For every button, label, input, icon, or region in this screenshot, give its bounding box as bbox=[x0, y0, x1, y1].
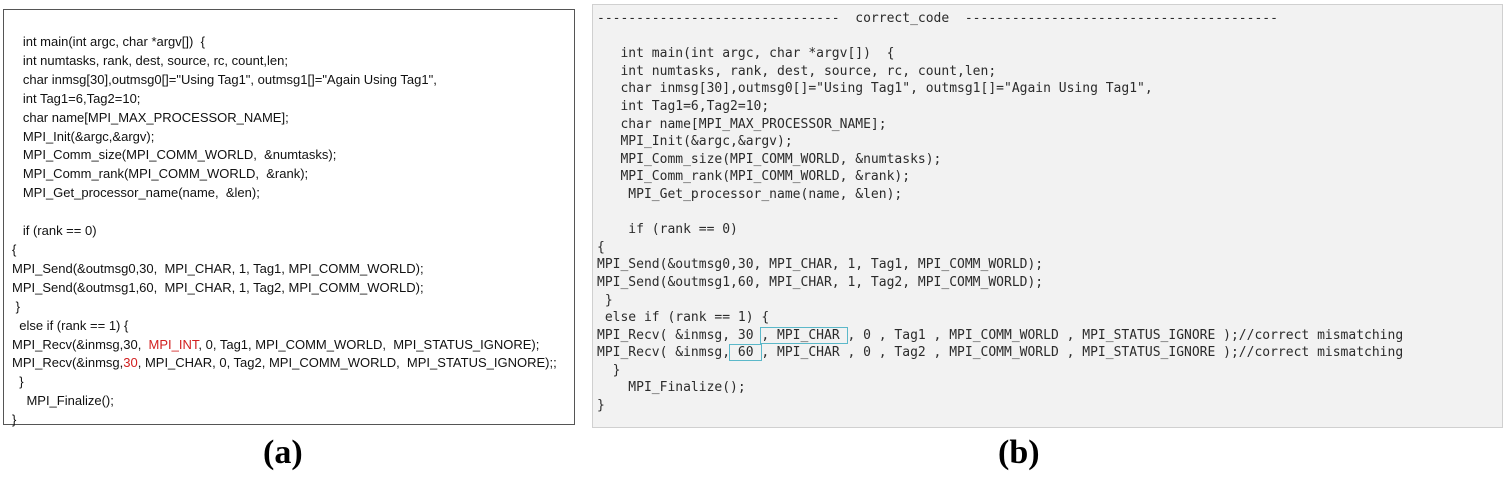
error-token: MPI_INT bbox=[148, 336, 199, 352]
code-line: } bbox=[12, 298, 20, 314]
code-line: int Tag1=6,Tag2=10; bbox=[597, 98, 770, 114]
code-line: MPI_Comm_rank(MPI_COMM_WORLD, &rank); bbox=[12, 166, 309, 182]
code-line: MPI_Comm_size(MPI_COMM_WORLD, &numtasks)… bbox=[12, 147, 337, 163]
caption-a: (a) bbox=[263, 434, 303, 471]
code-line: MPI_Comm_rank(MPI_COMM_WORLD, &rank); bbox=[597, 169, 911, 185]
code-line: MPI_Send(&outmsg0,30, MPI_CHAR, 1, Tag1,… bbox=[597, 257, 1044, 273]
code-line: MPI_Init(&argc,&argv); bbox=[12, 128, 155, 144]
code-line: char inmsg[30],outmsg0[]="Using Tag1", o… bbox=[12, 71, 437, 87]
code-text: MPI_Recv(&inmsg, bbox=[12, 355, 124, 371]
code-line: char name[MPI_MAX_PROCESSOR_NAME]; bbox=[12, 109, 289, 125]
code-line: { bbox=[597, 239, 605, 255]
code-line: MPI_Finalize(); bbox=[12, 393, 114, 409]
code-line: { bbox=[12, 241, 17, 257]
code-line: char name[MPI_MAX_PROCESSOR_NAME]; bbox=[597, 116, 887, 132]
code-line: MPI_Send(&outmsg1,60, MPI_CHAR, 1, Tag2,… bbox=[12, 279, 424, 295]
error-token: 30 bbox=[123, 355, 138, 371]
code-line: } bbox=[597, 362, 621, 378]
code-text: MPI_Recv(&inmsg,30, bbox=[12, 336, 149, 352]
code-text: , MPI_CHAR, 0, Tag2, MPI_COMM_WORLD, MPI… bbox=[137, 355, 557, 371]
code-text: , 0 , Tag1 , MPI_COMM_WORLD , MPI_STATUS… bbox=[847, 327, 1404, 343]
code-line: MPI_Comm_size(MPI_COMM_WORLD, &numtasks)… bbox=[597, 151, 942, 167]
code-line: char inmsg[30],outmsg0[]="Using Tag1", o… bbox=[597, 81, 1153, 97]
code-line: MPI_Send(&outmsg1,60, MPI_CHAR, 1, Tag2,… bbox=[597, 274, 1044, 290]
code-line: else if (rank == 1) { bbox=[597, 310, 770, 326]
highlight-box: , MPI_CHAR bbox=[760, 326, 849, 344]
recv-line-2: MPI_Recv(&inmsg,30, MPI_CHAR, 0, Tag2, M… bbox=[12, 355, 557, 370]
code-line: } bbox=[12, 374, 24, 390]
code-text: MPI_Recv( &inmsg, bbox=[597, 345, 731, 361]
code-line: MPI_Get_processor_name(name, &len); bbox=[597, 186, 903, 202]
code-line: int Tag1=6,Tag2=10; bbox=[12, 90, 141, 106]
code-text: , MPI_CHAR , 0 , Tag2 , MPI_COMM_WORLD ,… bbox=[761, 345, 1404, 361]
code-line: int main(int argc, char *argv[]) { bbox=[12, 34, 205, 49]
code-line: else if (rank == 1) { bbox=[12, 317, 129, 333]
code-line: MPI_Finalize(); bbox=[597, 380, 746, 396]
code-line: if (rank == 0) bbox=[12, 223, 97, 239]
code-line: if (rank == 0) bbox=[597, 222, 738, 238]
code-line: MPI_Get_processor_name(name, &len); bbox=[12, 185, 260, 201]
code-line: } bbox=[597, 398, 605, 414]
recv-line-1: MPI_Recv( &inmsg, 30 , MPI_CHAR , 0 , Ta… bbox=[597, 326, 1404, 344]
code-text: MPI_Recv( &inmsg, 30 bbox=[597, 327, 762, 343]
code-text: , 0, Tag1, MPI_COMM_WORLD, MPI_STATUS_IG… bbox=[198, 336, 540, 352]
code-line: int main(int argc, char *argv[]) { bbox=[597, 46, 895, 62]
code-line: MPI_Init(&argc,&argv); bbox=[597, 134, 793, 150]
code-line: MPI_Send(&outmsg0,30, MPI_CHAR, 1, Tag1,… bbox=[12, 260, 424, 276]
code-panel-a: int main(int argc, char *argv[]) { int n… bbox=[3, 9, 575, 427]
highlight-box: 60 bbox=[729, 344, 763, 362]
code-block-a: int main(int argc, char *argv[]) { int n… bbox=[12, 33, 557, 430]
code-line: } bbox=[597, 292, 613, 308]
code-line: int numtasks, rank, dest, source, rc, co… bbox=[12, 52, 289, 68]
code-panel-b: ------------------------------- correct_… bbox=[592, 4, 1503, 428]
caption-b: (b) bbox=[998, 434, 1040, 471]
code-line: int numtasks, rank, dest, source, rc, co… bbox=[597, 63, 997, 79]
code-line: } bbox=[12, 412, 17, 428]
recv-line-2: MPI_Recv( &inmsg, 60 , MPI_CHAR , 0 , Ta… bbox=[597, 344, 1404, 362]
recv-line-1: MPI_Recv(&inmsg,30, MPI_INT, 0, Tag1, MP… bbox=[12, 337, 539, 352]
code-block-b: ------------------------------- correct_… bbox=[597, 10, 1403, 415]
section-header: ------------------------------- correct_… bbox=[597, 11, 1278, 26]
